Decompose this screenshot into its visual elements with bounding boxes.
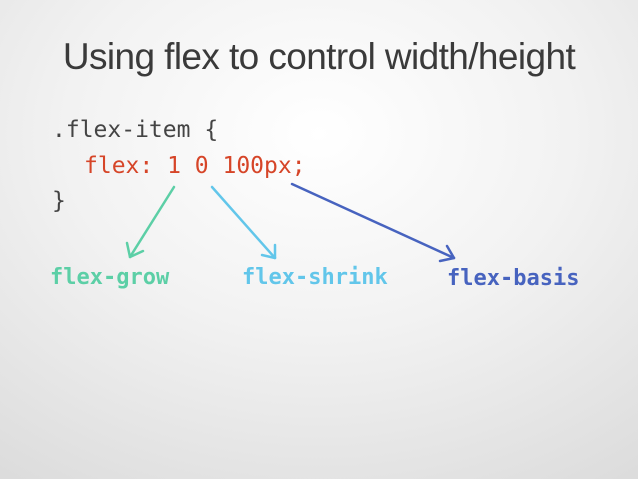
arrow-shrink [210, 185, 277, 260]
label-flex-basis: flex-basis [447, 266, 580, 291]
code-selector-line: .flex-item { [52, 117, 219, 143]
label-flex-grow: flex-grow [50, 265, 170, 290]
slide-title: Using flex to control width/height [62, 36, 576, 77]
arrow-basis [290, 182, 456, 263]
label-flex-shrink: flex-shrink [242, 265, 388, 290]
code-flex-declaration: flex: 1 0 100px; [84, 153, 306, 179]
code-closing-brace: } [52, 188, 66, 214]
arrow-grow [125, 185, 176, 259]
